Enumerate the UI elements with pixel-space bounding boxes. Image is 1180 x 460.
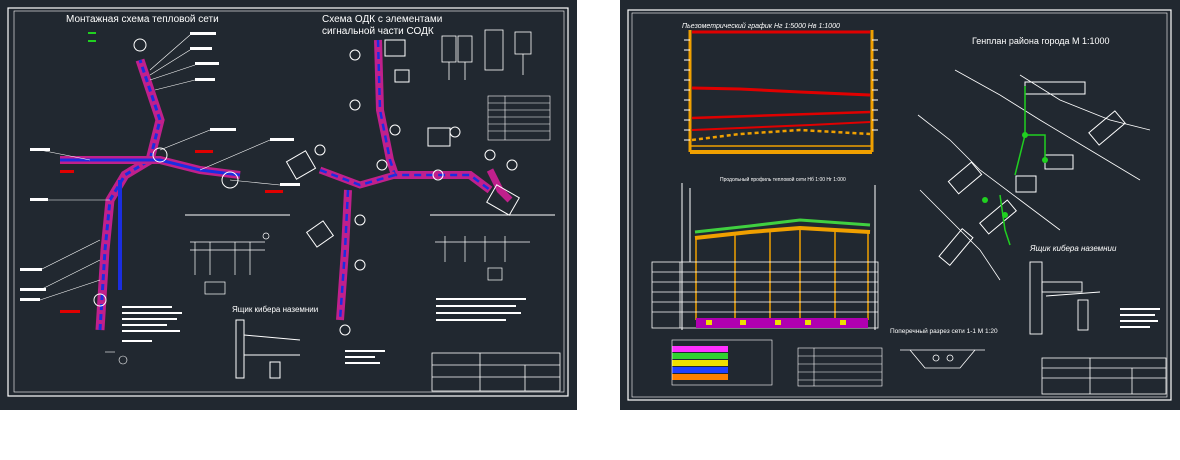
equipment-drawings (441, 29, 532, 80)
title-block (1041, 357, 1167, 395)
notes-block-right (1120, 308, 1160, 328)
drawing-inner-frame (631, 12, 1168, 398)
box-drawing-left (235, 319, 301, 379)
label-box-right: Ящик кибера наземнии (1029, 244, 1117, 253)
color-legend-table (671, 339, 773, 386)
pipe-network-main (20, 32, 300, 331)
drawing-inner-frame (13, 10, 565, 393)
title-block (431, 352, 561, 392)
title-genplan: Генплан района города М 1:1000 (972, 36, 1110, 46)
title-montage-scheme: Монтажная схема тепловой сети (66, 14, 219, 25)
title-cross-section: Поперечный разрез сети 1-1 М 1:20 (890, 327, 998, 335)
spec-table-bottom (797, 347, 883, 387)
right-drawing-svg: Пьезометрический график Нг 1:5000 Нв 1:1… (627, 9, 1172, 401)
longitudinal-profile (651, 183, 879, 330)
wiring-scheme-left (190, 232, 270, 295)
site-plan (917, 69, 1151, 281)
title-longitudinal-profile: Продольный профиль тепловой сети Нб 1:00… (720, 176, 846, 183)
spec-table (487, 95, 551, 141)
box-drawing-right (1029, 261, 1101, 335)
drawing-frame (7, 7, 569, 397)
title-odk-scheme-line2: сигнальной части СОДК (322, 26, 434, 37)
title-odk-scheme-line1: Схема ОДК с элементами (322, 14, 442, 25)
left-drawing-svg: Монтажная схема тепловой сети Схема ОДК … (7, 7, 569, 397)
drawing-frame (627, 9, 1172, 401)
piezometric-chart (684, 30, 878, 154)
title-piezometric-chart: Пьезометрический график Нг 1:5000 Нв 1:1… (682, 22, 840, 30)
legend-symbols (105, 351, 128, 365)
right-drawing-sheet: Пьезометрический график Нг 1:5000 Нв 1:1… (620, 0, 1180, 410)
cross-section (900, 349, 985, 369)
label-box-left: Ящик кибера наземнии (232, 305, 318, 314)
pipe-network-odk (285, 39, 520, 336)
wiring-scheme-right (435, 236, 530, 281)
notes-block (122, 298, 526, 364)
left-drawing-sheet: Монтажная схема тепловой сети Схема ОДК … (0, 0, 577, 410)
